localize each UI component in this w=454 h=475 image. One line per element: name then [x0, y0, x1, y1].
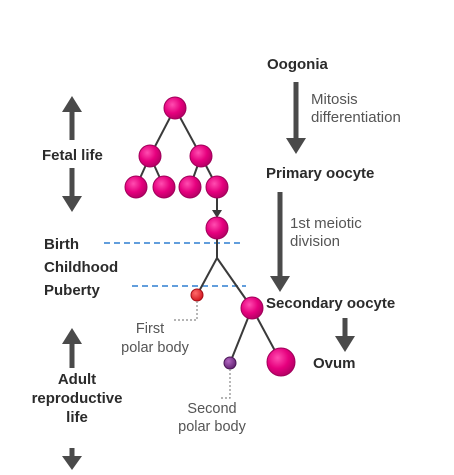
first-polar-body-cell	[190, 288, 204, 302]
ovum-label: Ovum	[313, 355, 356, 372]
oogonium-cell-right	[189, 144, 213, 168]
oogonium-cell-left	[138, 144, 162, 168]
first-polar-label-1: First	[136, 321, 164, 337]
primary-oocyte-label: Primary oocyte	[266, 165, 374, 182]
reproductive-label: reproductive	[32, 390, 123, 407]
childhood-label: Childhood	[44, 259, 118, 276]
first-polar-label-2: polar body	[121, 340, 189, 356]
meiotic-label-2: division	[290, 233, 340, 250]
adult-label: Adult	[58, 371, 96, 388]
adult-down-arrow	[62, 448, 82, 470]
primary-oocyte-cell	[205, 216, 229, 240]
second-polar-label-2: polar body	[178, 419, 246, 435]
birth-label: Birth	[44, 236, 79, 253]
ovum-arrow	[335, 318, 355, 352]
fetal-life-label: Fetal life	[42, 147, 103, 164]
differentiation-label: differentiation	[311, 109, 401, 126]
oogonium-cell	[163, 96, 187, 120]
secondary-oocyte-cell	[240, 296, 264, 320]
puberty-label: Puberty	[44, 282, 101, 299]
second-polar-body-cell	[223, 356, 237, 370]
small-down-arrow	[212, 197, 222, 218]
life-label: life	[66, 409, 88, 426]
meiotic-label-1: 1st meiotic	[290, 215, 362, 232]
meiosis-arrow	[270, 192, 290, 292]
fetal-down-arrow	[62, 168, 82, 212]
secondary-oocyte-label: Secondary oocyte	[266, 295, 395, 312]
second-polar-label-1: Second	[187, 401, 236, 417]
second-polar-leader	[219, 369, 231, 399]
oogonia-label: Oogonia	[267, 56, 328, 73]
mitosis-arrow	[286, 82, 306, 154]
fetal-up-arrow	[62, 96, 82, 140]
oogonium-cell-3	[178, 175, 202, 199]
mitosis-label: Mitosis	[311, 91, 358, 108]
oogonium-cell-1	[124, 175, 148, 199]
first-polar-leader	[173, 301, 198, 321]
ovum-cell	[266, 347, 296, 377]
oogonium-cell-4	[205, 175, 229, 199]
oogonium-cell-2	[152, 175, 176, 199]
adult-up-arrow	[62, 328, 82, 368]
